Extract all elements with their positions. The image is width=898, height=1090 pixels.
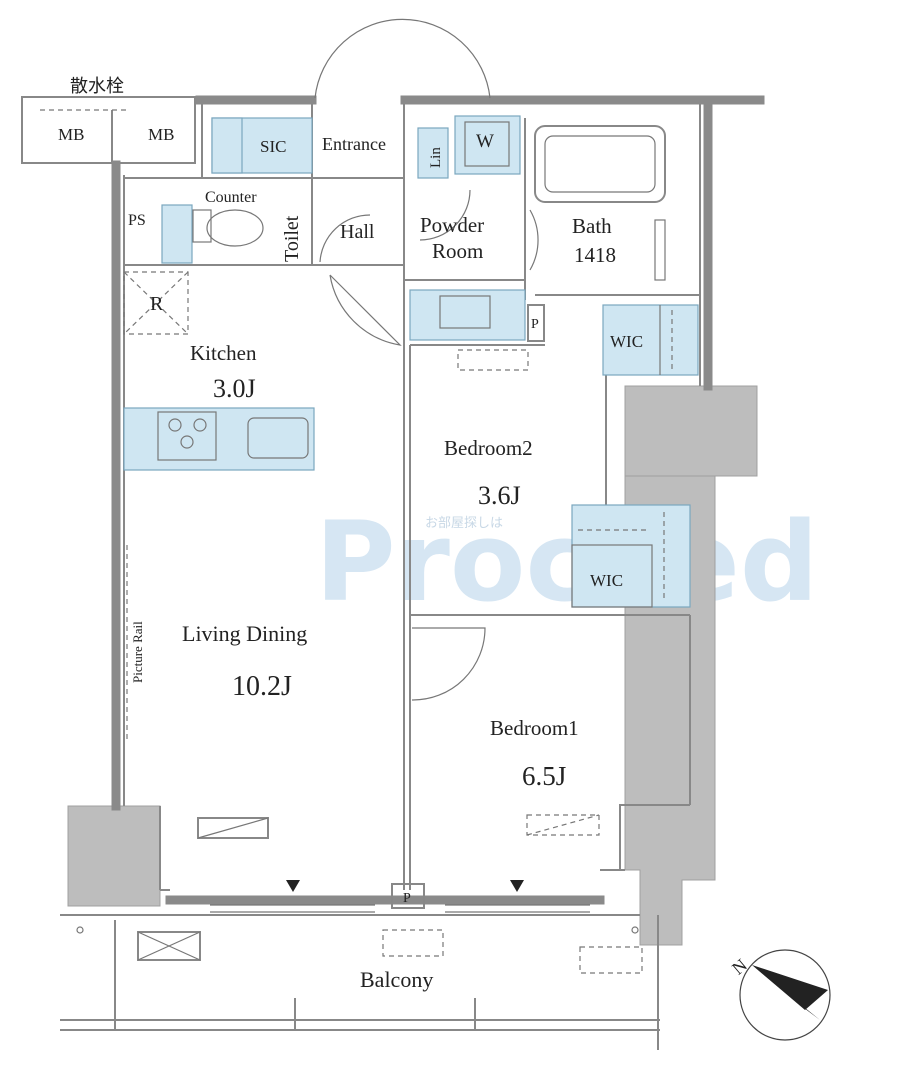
toilet-bowl	[206, 209, 264, 247]
living-size-label: 10.2J	[232, 671, 292, 702]
kitchen-size-label: 3.0J	[213, 374, 256, 403]
compass: N	[728, 949, 831, 1041]
toilet-door-swing	[319, 214, 371, 263]
wic2-label: WIC	[590, 571, 623, 590]
bedroom2-size-label: 3.6J	[478, 481, 521, 510]
entrance-door-swing	[314, 18, 491, 99]
watermark-subtext: お部屋探しは	[425, 516, 503, 531]
sink	[247, 417, 309, 459]
powder-room-label-2: Room	[432, 239, 483, 263]
hall-door-swing	[329, 274, 402, 346]
watermark-logo: Proceed	[315, 498, 819, 626]
ac-unit-living	[197, 817, 269, 839]
mb-label-1: MB	[58, 125, 84, 144]
sic-label: SIC	[260, 137, 286, 156]
room-labels: 散水栓 MB MB SIC Entrance Lin W Counter PS …	[58, 76, 643, 992]
hall-label: Hall	[340, 221, 375, 243]
fridge-space	[123, 271, 189, 335]
kitchen-counter	[123, 407, 315, 471]
picture-rail-label: Picture Rail	[130, 621, 145, 683]
bathtub	[534, 125, 666, 203]
column-left-lower	[67, 805, 161, 907]
vanity-counter	[409, 289, 526, 341]
powder-door-swing	[419, 189, 471, 241]
bedroom2-label: Bedroom2	[444, 436, 533, 460]
walk-in-closet-2	[571, 504, 691, 608]
ac-unit-bedroom1	[526, 814, 600, 836]
window-marker-bedroom	[510, 880, 524, 892]
walk-in-closet-1	[602, 304, 699, 376]
balcony-hatch-2	[579, 946, 643, 974]
doors	[314, 18, 539, 701]
window-marker-living	[286, 880, 300, 892]
balcony-label: Balcony	[360, 967, 433, 992]
living-dining-label: Living Dining	[182, 621, 307, 646]
toilet-label: Toilet	[281, 215, 303, 262]
counter-label: Counter	[205, 189, 257, 206]
mb-label-2: MB	[148, 125, 174, 144]
ps-label: PS	[128, 212, 146, 229]
lin-label: Lin	[428, 147, 444, 168]
fridge-label: R	[150, 293, 164, 315]
watermark: Proceed お部屋探しは	[315, 498, 819, 626]
linen-cabinet	[417, 127, 449, 179]
bath-door-swing	[529, 209, 539, 271]
pipe-shaft-bottom	[391, 883, 425, 909]
kitchen-label: Kitchen	[190, 341, 257, 365]
washer-label: W	[476, 131, 494, 152]
wic1-label: WIC	[610, 332, 643, 351]
column-right-upper	[624, 385, 758, 477]
stove	[157, 411, 217, 461]
balcony-hatch-1	[382, 929, 444, 957]
p-top-label: P	[531, 317, 539, 332]
fixtures	[76, 115, 699, 974]
bath-size-label: 1418	[574, 243, 616, 267]
hydrant-label: 散水栓	[70, 76, 124, 96]
bedroom1-door-swing	[411, 627, 486, 701]
pipe-shaft-top	[527, 304, 545, 342]
entrance-label: Entrance	[322, 134, 386, 154]
bedroom1-size-label: 6.5J	[522, 761, 566, 791]
exterior-walls	[21, 95, 765, 1050]
powder-room-label-1: Powder	[420, 213, 484, 237]
bedroom1-label: Bedroom1	[490, 716, 579, 740]
bath-label: Bath	[572, 214, 612, 238]
p-bottom-label: P	[403, 891, 411, 906]
outdoor-unit	[137, 931, 201, 961]
toilet-tank-area	[161, 204, 193, 264]
